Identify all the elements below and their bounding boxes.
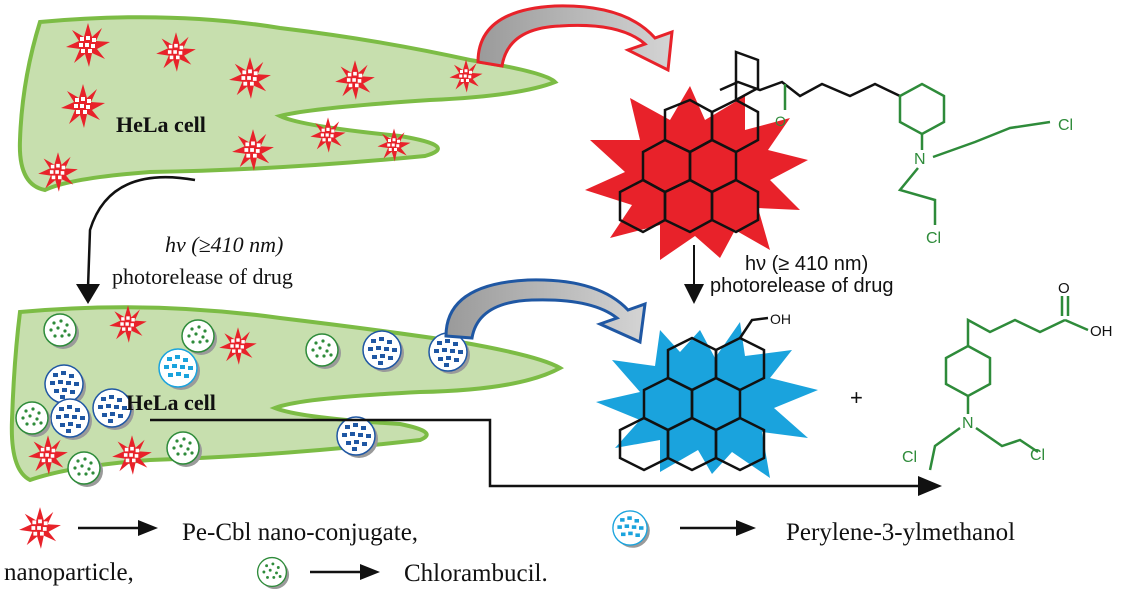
top-hela-cell: HeLa cell: [17, 15, 559, 193]
bottom-cell-label: HeLa cell: [126, 390, 216, 415]
cl-bottom-2: Cl: [1030, 447, 1045, 464]
nitrogen-bottom: N: [962, 415, 974, 432]
plus-sign: +: [850, 385, 863, 410]
cl-bottom-1: Cl: [902, 449, 917, 466]
legend-item1: Pe-Cbl nano-conjugate,: [182, 519, 418, 546]
perylene-methanol-structure: OH: [596, 311, 818, 478]
pe-cbl-conjugate-structure: O N Cl Cl: [585, 50, 1073, 260]
legend-item2: Perylene-3-ylmethanol: [786, 519, 1015, 546]
cl-top-1: Cl: [1058, 117, 1073, 134]
cl-top-2: Cl: [926, 230, 941, 247]
right-step-line2: photorelease of drug: [710, 275, 893, 297]
legend-red-nano-conjugate-icon: [19, 507, 61, 549]
legend-chlorambucil-icon: [256, 556, 290, 589]
red-curved-arrow: [476, 4, 674, 73]
legend: Pe-Cbl nano-conjugate, Perylene-3-ylmeth…: [4, 507, 1015, 589]
chlorambucil-structure: [928, 296, 1089, 471]
bottom-cell-body: [9, 305, 565, 483]
product-arrow: [150, 418, 920, 488]
nitrogen-top: N: [914, 151, 926, 168]
bottom-hela-cell: HeLa cell: [9, 305, 565, 488]
legend-perylene-nanoparticle-icon: [612, 510, 651, 549]
right-step-line1: hν (≥ 410 nm): [745, 253, 868, 275]
blue-curved-arrow: [444, 278, 647, 345]
top-cell-label: HeLa cell: [116, 112, 206, 137]
perylene-rings-top: [618, 50, 760, 234]
blue-burst: [596, 322, 818, 478]
left-step-line1: hν (≥410 nm): [165, 232, 283, 257]
legend-item3: Chlorambucil.: [404, 560, 548, 587]
acid-carbonyl-oxygen: O: [1058, 280, 1070, 297]
acid-hydroxyl: OH: [1090, 323, 1113, 340]
legend-item2-cont: nanoparticle,: [4, 559, 134, 586]
left-step-line2: photorelease of drug: [112, 264, 293, 289]
left-step-arrow: [86, 175, 196, 289]
red-burst: [585, 86, 808, 260]
hydroxyl-perylene: OH: [770, 311, 791, 327]
ester-oxygen: O: [775, 113, 786, 129]
top-cell-body: [17, 15, 559, 193]
